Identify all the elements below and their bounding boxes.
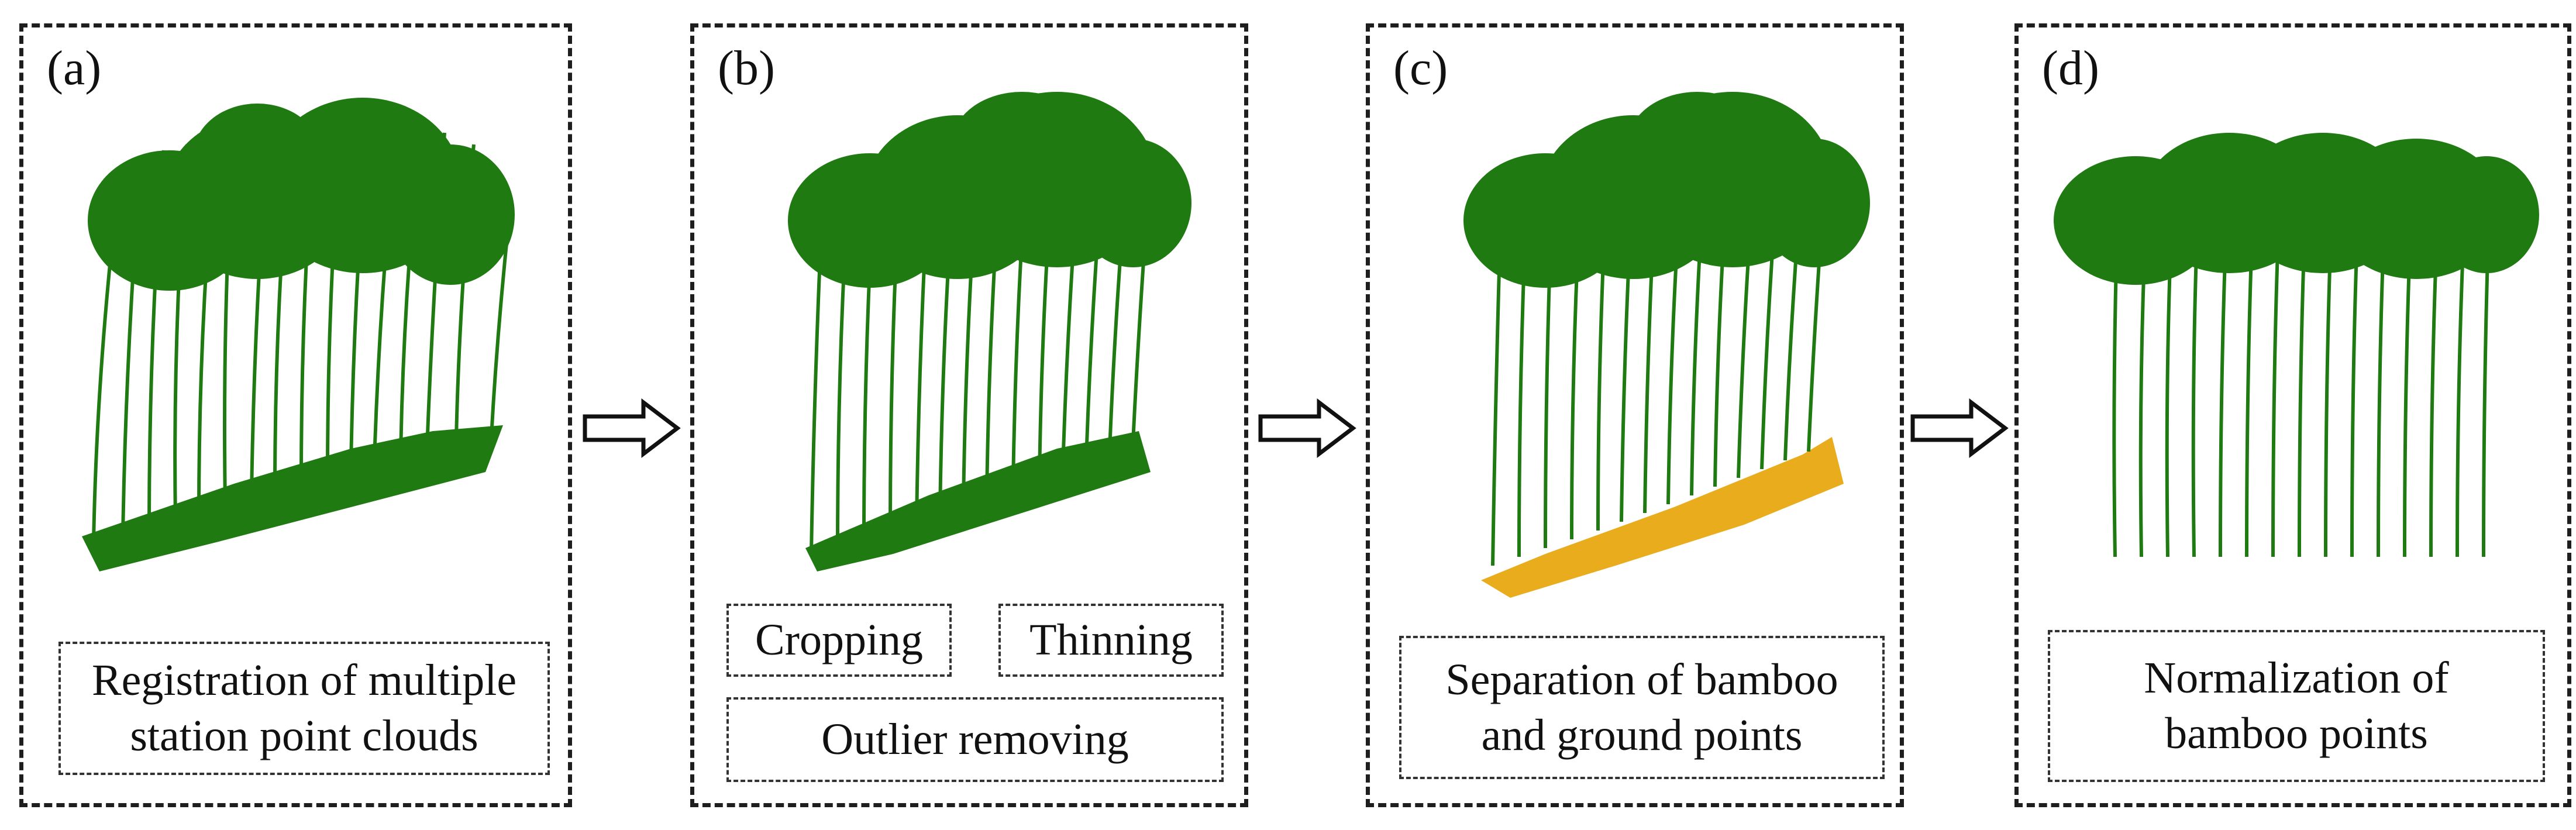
bamboo-canopy-d (2054, 133, 2539, 285)
point-cloud-a (82, 98, 515, 571)
textbox-registration: Registration of multiple station point c… (58, 642, 550, 775)
panel-label-a: (a) (47, 41, 102, 95)
textbox-thinning: Thinning (998, 604, 1224, 677)
textbox-outlier-removing: Outlier removing (726, 697, 1224, 782)
arrow-a-to-b (583, 398, 681, 459)
point-cloud-b (788, 92, 1191, 571)
ground-points-a (82, 425, 503, 571)
point-cloud-d (2054, 133, 2539, 557)
panel-label-b: (b) (718, 41, 775, 95)
panel-c: (c) Separation of bamboo and groun (1366, 23, 1904, 807)
bamboo-canopy-c (1463, 92, 1870, 288)
bamboo-canopy-a (88, 98, 515, 291)
textbox-normalization: Normalization of bamboo points (2048, 630, 2545, 782)
point-cloud-c (1463, 92, 1870, 598)
panel-label-c: (c) (1393, 41, 1448, 95)
panel-b: (b) Cropping Thinning Outlier (690, 23, 1248, 807)
arrow-c-to-d (1910, 398, 2009, 459)
panel-a: (a) Registration of (19, 23, 572, 807)
ground-points-c (1481, 437, 1844, 598)
textbox-cropping: Cropping (726, 604, 952, 677)
textbox-separation: Separation of bamboo and ground points (1399, 636, 1885, 779)
ground-points-b (805, 431, 1151, 571)
bamboo-canopy-b (788, 92, 1191, 288)
panel-label-d: (d) (2042, 41, 2099, 95)
panel-d: (d) Normalization of bamboo poin (2014, 23, 2571, 807)
arrow-b-to-c (1258, 398, 1356, 459)
